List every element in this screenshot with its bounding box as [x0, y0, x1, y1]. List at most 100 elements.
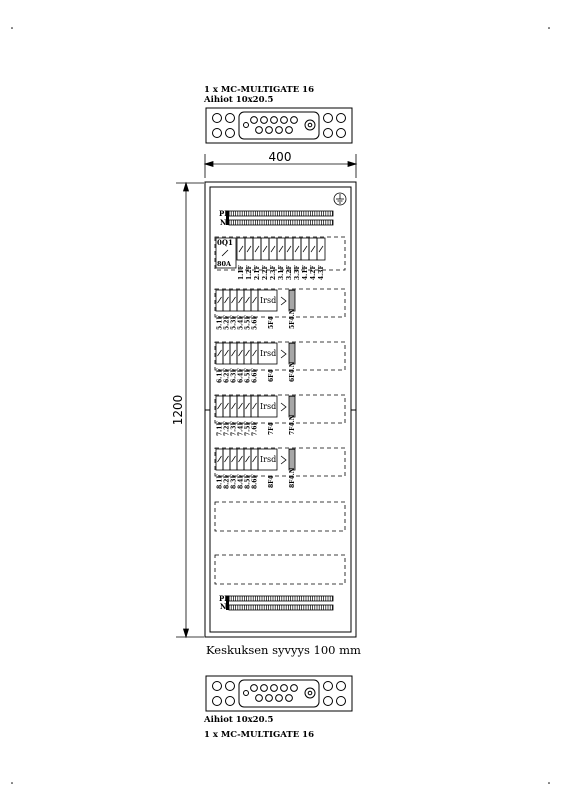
- gland-seal: [260, 116, 268, 124]
- breaker-switch: [224, 296, 229, 304]
- rcd-arrow: [280, 402, 287, 412]
- gland-insert: [238, 679, 320, 708]
- breaker-switch: [224, 455, 229, 463]
- group-label: 8.2F: [224, 474, 231, 489]
- breaker-switch: [231, 349, 236, 357]
- rcd-label: Irsd: [260, 455, 276, 464]
- width-dimension: [203, 154, 358, 178]
- rail-end: [226, 211, 229, 225]
- gland-hole: [323, 681, 333, 691]
- group-label: 3.2F: [286, 265, 293, 280]
- gland-hole: [336, 681, 346, 691]
- gland-seal: [270, 116, 278, 124]
- gland-hole: [336, 113, 346, 123]
- rail-end: [226, 596, 229, 610]
- gland-seal: [270, 684, 278, 692]
- top-cable-gland-plate: [205, 107, 353, 144]
- breaker-switch: [217, 455, 222, 463]
- rcd-id: 5F4: [268, 316, 275, 329]
- gland-seal: [260, 684, 268, 692]
- row1-breakers: [236, 237, 326, 261]
- group-label: 8.3F: [231, 474, 238, 489]
- gland-seal: [243, 690, 249, 696]
- group-label: 3.3F: [294, 265, 301, 280]
- breaker-switch: [262, 245, 268, 253]
- breaker-switch: [286, 245, 292, 253]
- breaker-switch: [246, 245, 252, 253]
- gland-seal: [275, 694, 283, 702]
- group-label: 4.1F: [302, 265, 309, 280]
- bottom-cable-gland-plate: [205, 675, 353, 712]
- breaker-switch: [278, 245, 284, 253]
- height-dimension-label: 1200: [171, 395, 185, 426]
- terminal-block: [288, 448, 296, 471]
- rcd-id: 6F4: [268, 369, 275, 382]
- group-section-frame: [214, 394, 346, 424]
- breaker-switch: [310, 245, 316, 253]
- group-label: 5.5F: [245, 315, 252, 330]
- gland-hole: [336, 128, 346, 138]
- bottom-gland-title: 1 x MC-MULTIGATE 16: [204, 730, 314, 740]
- width-dimension-label: 400: [269, 150, 292, 164]
- gland-plate-frame: [205, 675, 353, 712]
- breaker-switch: [245, 349, 250, 357]
- gland-insert: [238, 111, 320, 140]
- top-gland-title: 1 x MC-MULTIGATE 16: [204, 85, 314, 95]
- bottom-terminal-rails: [226, 595, 334, 611]
- gland-hole: [336, 696, 346, 706]
- terminal-block: [288, 342, 296, 365]
- group-label: 5.2F: [224, 315, 231, 330]
- gland-seal: [250, 116, 258, 124]
- main-switch-rating: 80A: [217, 260, 232, 268]
- gland-hole: [212, 128, 222, 138]
- breaker-switch: [238, 349, 243, 357]
- breaker-switch: [254, 245, 260, 253]
- group-label: 7.2F: [224, 421, 231, 436]
- breaker-switch: [217, 296, 222, 304]
- rcd-id: 8F4: [268, 475, 275, 488]
- group-label: 2.3F: [270, 265, 277, 280]
- gland-seal: [280, 116, 288, 124]
- pe-bottom-label: PE: [219, 594, 230, 603]
- terminal-block: [288, 395, 296, 418]
- breaker-switch: [231, 402, 236, 410]
- group-section-frame: [214, 447, 346, 477]
- gland-seal: [275, 126, 283, 134]
- gland-plate-frame: [205, 107, 353, 144]
- gland-hole: [225, 681, 235, 691]
- gland-hole: [225, 128, 235, 138]
- group-label: 5.4F: [238, 315, 245, 330]
- group-label: 6.2F: [224, 368, 231, 383]
- breaker-switch: [224, 349, 229, 357]
- group-label: 8.1F: [217, 474, 224, 489]
- gland-hole: [212, 681, 222, 691]
- breaker-switch: [224, 402, 229, 410]
- earth-icon: [333, 192, 347, 206]
- breaker-switch: [217, 349, 222, 357]
- gland-seal: [290, 116, 298, 124]
- group-label: 4.2F: [310, 265, 317, 280]
- n-bottom-label: N: [220, 602, 227, 611]
- rcd-box: [257, 342, 278, 365]
- cabinet-outline: [204, 181, 357, 638]
- breaker-switch: [217, 402, 222, 410]
- depth-note: Keskuksen syvyys 100 mm: [206, 643, 361, 657]
- group-label: 5.6F: [252, 315, 259, 330]
- group-label: 7.5F: [245, 421, 252, 436]
- breaker-switch: [238, 455, 243, 463]
- breaker-switch: [294, 245, 300, 253]
- group-label: 4.3F: [318, 265, 325, 280]
- gland-seal: [304, 687, 316, 699]
- breaker-switch: [252, 455, 257, 463]
- gland-hole: [212, 113, 222, 123]
- gland-hole: [225, 696, 235, 706]
- breaker-switch: [231, 296, 236, 304]
- gland-seal: [250, 684, 258, 692]
